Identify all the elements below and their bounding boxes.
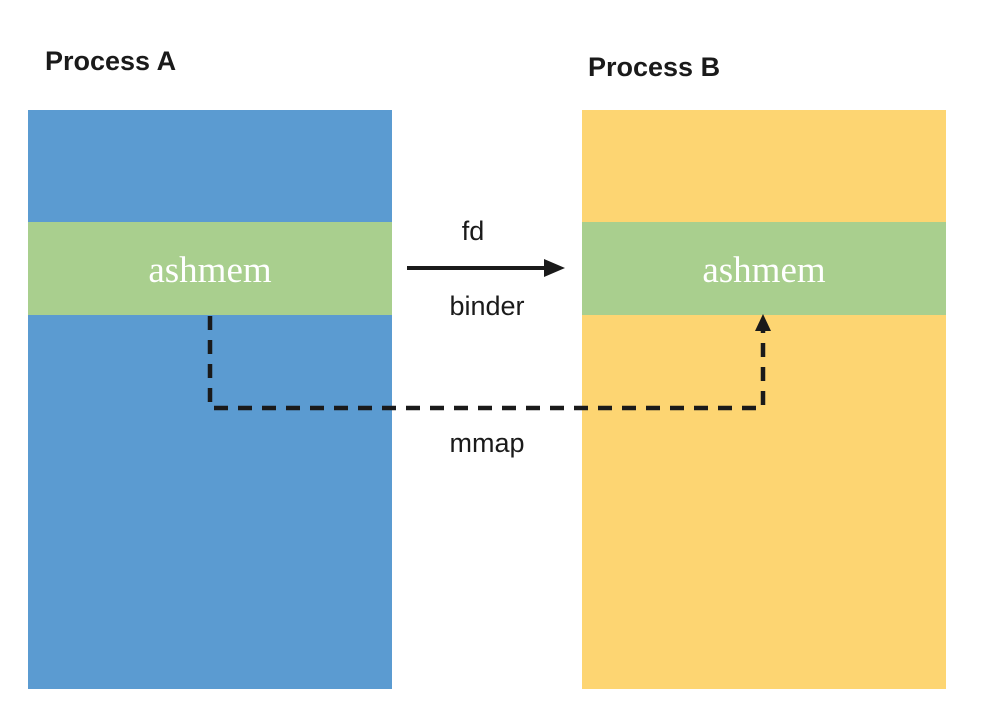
process-b-ashmem-label: ashmem <box>702 250 826 291</box>
fd-label: fd <box>461 216 485 246</box>
fd-binder-arrow <box>407 259 565 277</box>
binder-label: binder <box>449 291 525 321</box>
process-a-title: Process A <box>45 46 177 76</box>
mmap-label: mmap <box>449 428 525 458</box>
process-a-ashmem-region: ashmem <box>28 222 392 315</box>
process-b-title: Process B <box>588 52 721 82</box>
fd-binder-arrowhead <box>544 259 565 277</box>
process-b-box: ashmem <box>582 110 946 689</box>
process-b-ashmem-region: ashmem <box>582 222 946 315</box>
process-a-ashmem-label: ashmem <box>148 250 272 291</box>
process-a-box: ashmem <box>28 110 392 689</box>
